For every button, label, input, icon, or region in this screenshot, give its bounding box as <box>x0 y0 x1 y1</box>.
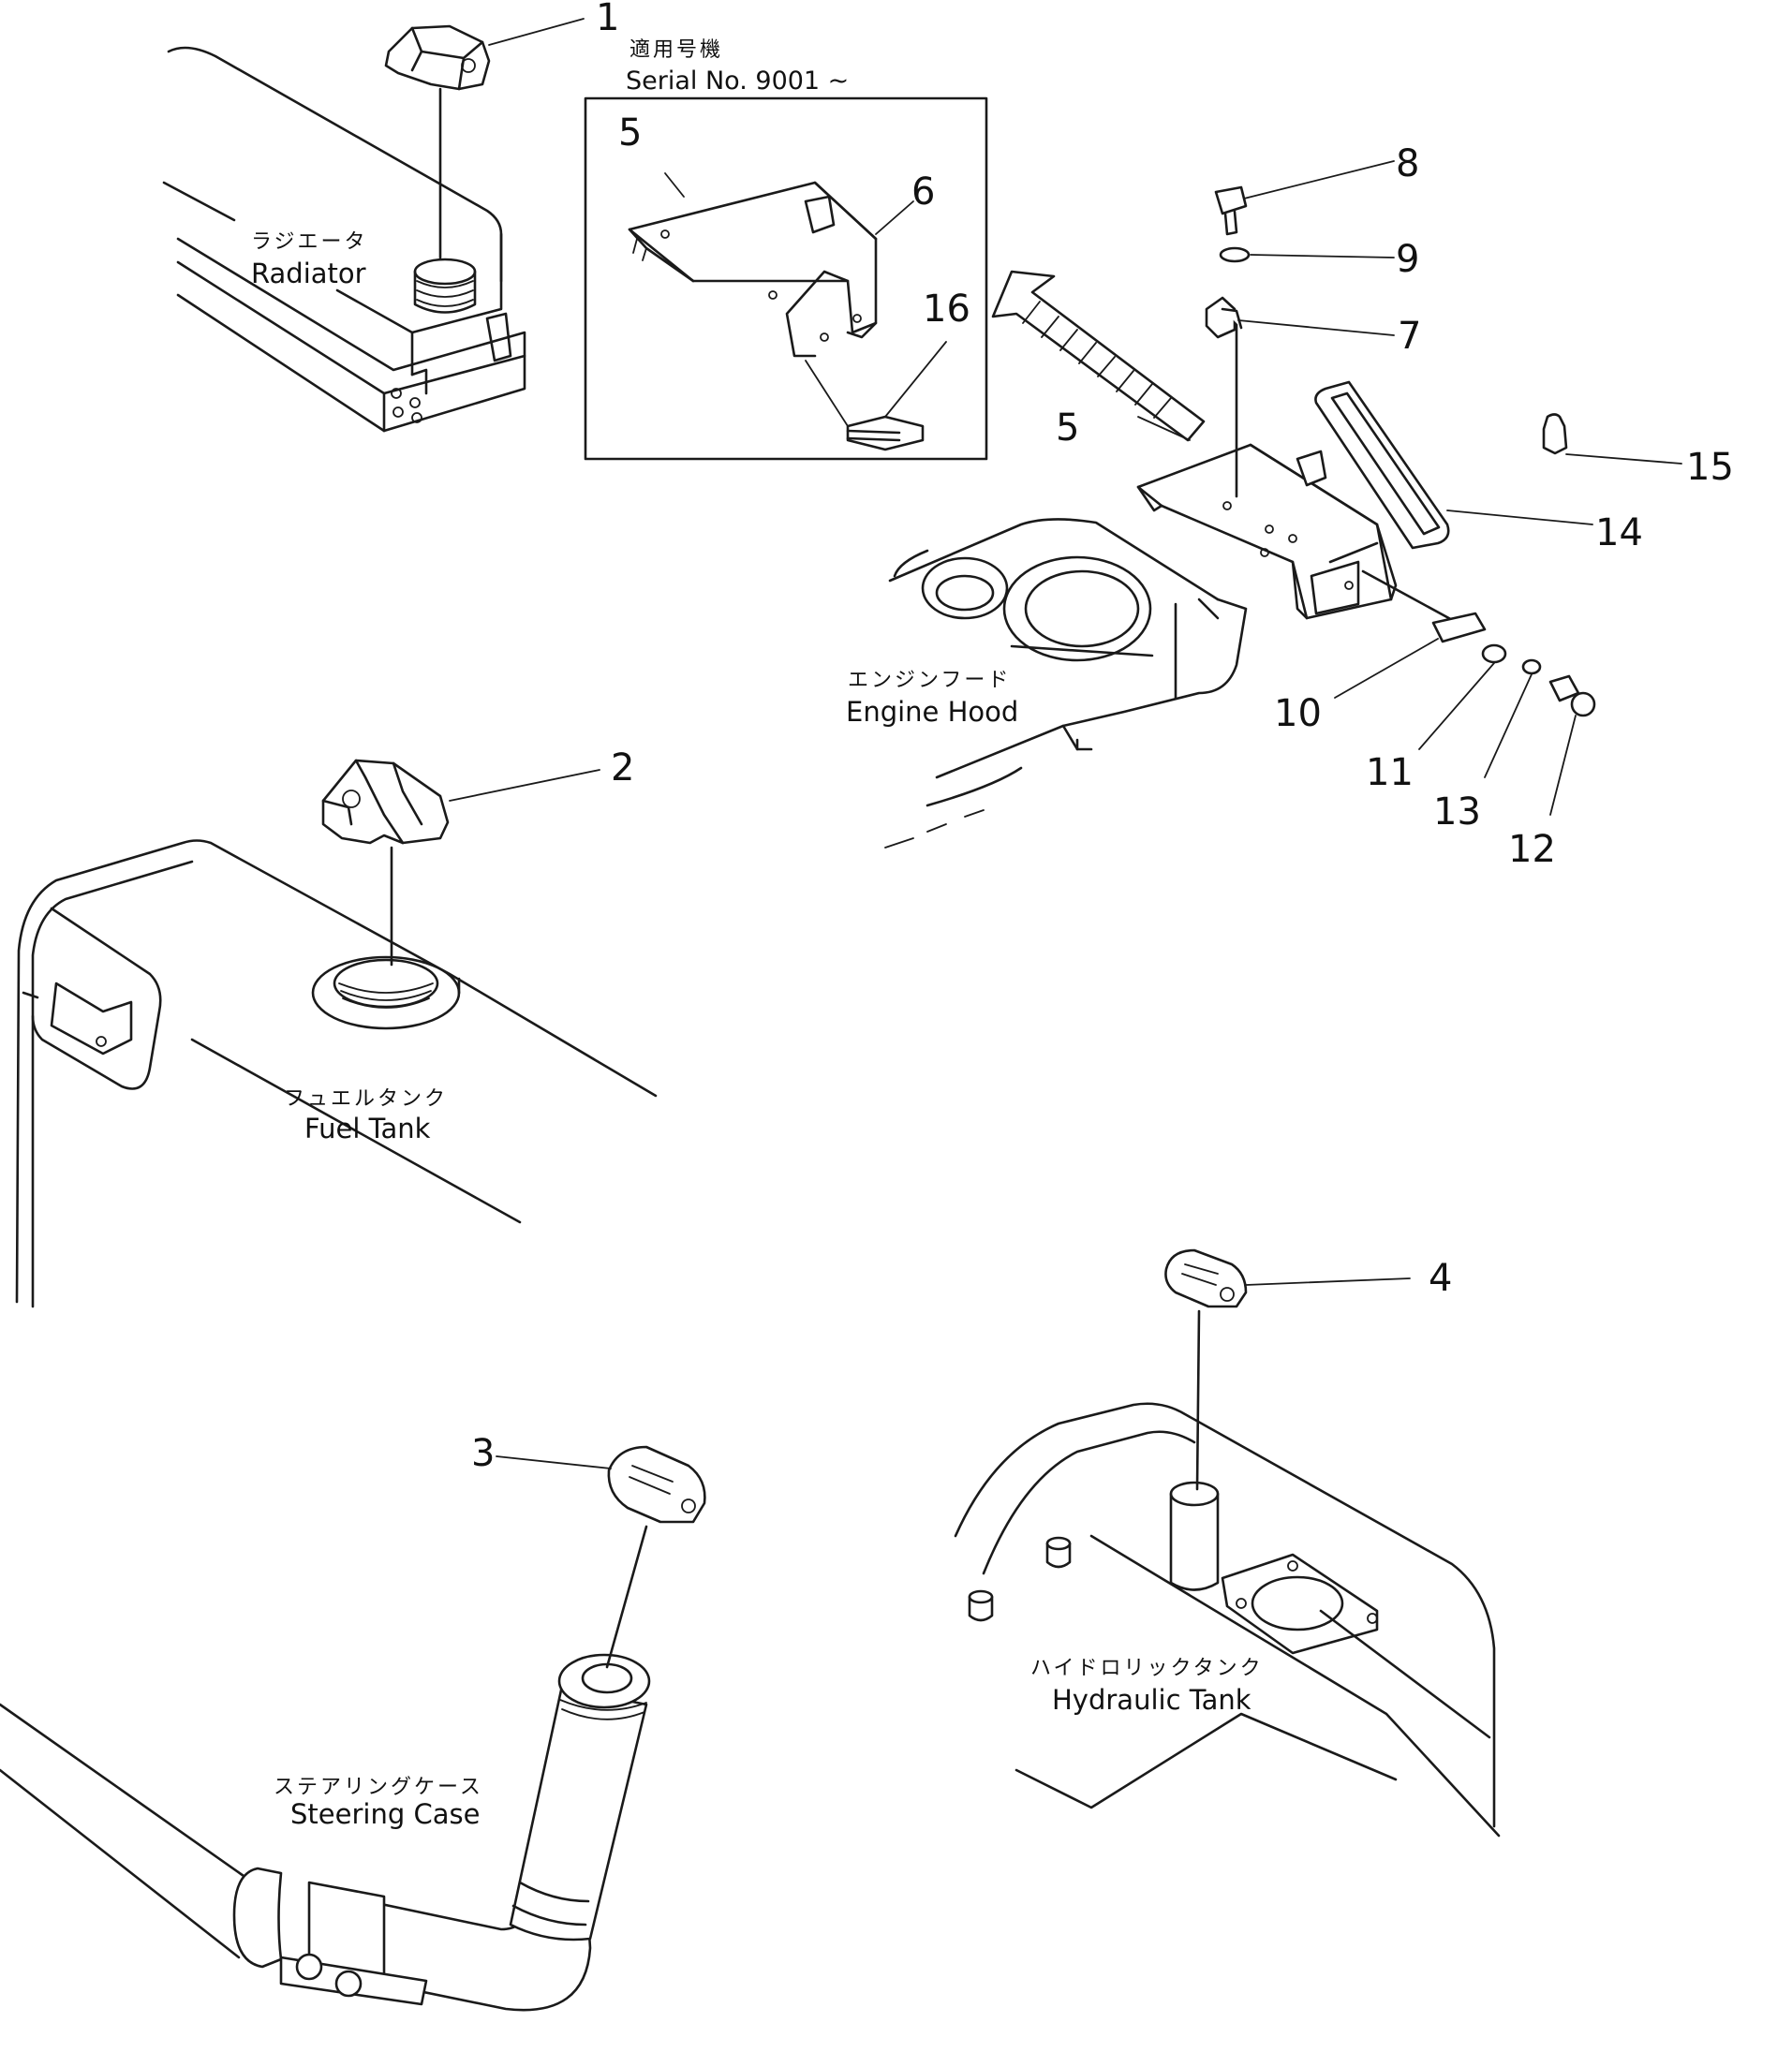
steering-case <box>0 1445 706 2012</box>
serial-inset <box>584 96 988 461</box>
inset-serial-label: Serial No. 9001 ~ <box>626 66 849 96</box>
hydraulic-tank <box>954 1248 1501 1838</box>
callout-10: 10 <box>1274 692 1322 735</box>
engine-hood-label-jp: エンジンフード <box>848 669 1011 692</box>
callout-5-inset: 5 <box>618 111 642 155</box>
callout-15: 15 <box>1686 446 1734 489</box>
radiator-label: Radiator <box>251 258 366 289</box>
callout-9: 9 <box>1396 238 1419 281</box>
engine-hood-label: Engine Hood <box>846 696 1018 728</box>
fuel-tank <box>15 759 658 1308</box>
steering-case-label: Steering Case <box>290 1798 480 1830</box>
engine-hood-assembly <box>884 160 1682 849</box>
radiator <box>162 18 585 433</box>
callout-13: 13 <box>1433 790 1481 834</box>
hydraulic-tank-label-jp: ハイドロリックタンク <box>1030 1657 1264 1680</box>
fuel-tank-label: Fuel Tank <box>304 1113 431 1144</box>
inset-applicable-label: 適用号機 <box>629 38 723 62</box>
callout-1: 1 <box>596 0 619 39</box>
hydraulic-tank-label: Hydraulic Tank <box>1052 1684 1251 1716</box>
callout-4: 4 <box>1429 1257 1452 1300</box>
radiator-label-jp: ラジエータ <box>251 230 368 254</box>
callout-7: 7 <box>1398 315 1421 358</box>
steering-case-label-jp: ステアリングケース <box>274 1776 483 1799</box>
callout-8: 8 <box>1396 142 1419 185</box>
callout-6: 6 <box>911 170 935 214</box>
callout-11: 11 <box>1366 751 1414 794</box>
callout-16: 16 <box>923 288 970 331</box>
callout-2: 2 <box>611 746 634 790</box>
callout-14: 14 <box>1595 511 1643 554</box>
direction-arrow <box>991 270 1206 442</box>
fuel-tank-label-jp: フュエルタンク <box>284 1087 448 1111</box>
callout-5: 5 <box>1056 406 1079 450</box>
callout-3: 3 <box>471 1432 495 1475</box>
callout-12: 12 <box>1508 828 1556 871</box>
